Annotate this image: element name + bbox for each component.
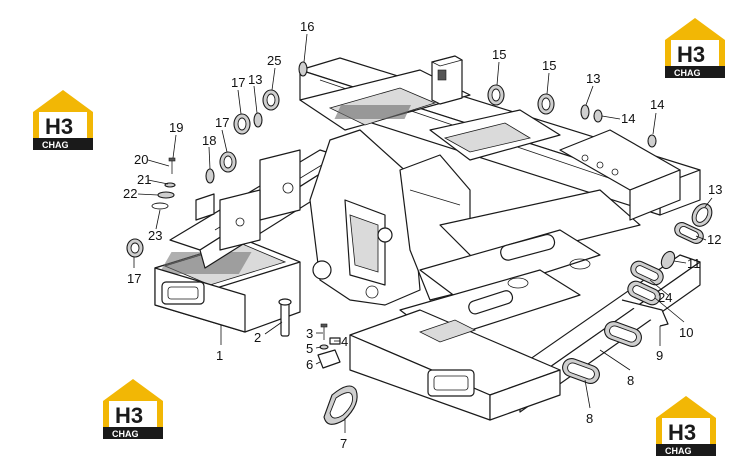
- seal-part-12: [674, 222, 704, 244]
- callout-18: 18: [202, 133, 216, 148]
- grommet-part-7: [323, 385, 358, 425]
- bracket-part-9: [621, 299, 669, 327]
- seal-part-8b: [604, 321, 642, 347]
- ring-part-16: [298, 61, 308, 77]
- svg-text:CHAG: CHAG: [665, 446, 692, 456]
- svg-text:H3: H3: [677, 42, 705, 67]
- grommet-part-11: [660, 250, 676, 270]
- callout-3: 3: [306, 326, 313, 341]
- left-deck: [299, 69, 471, 131]
- callout-15b: 15: [542, 58, 556, 73]
- screw-head-part-20: [168, 157, 176, 162]
- ring-part-18: [205, 168, 215, 184]
- callout-21: 21: [137, 172, 151, 187]
- loose-parts: [126, 61, 713, 425]
- seal-part-10: [627, 280, 661, 306]
- callout-1: 1: [216, 348, 223, 363]
- ring-part-14-right: [647, 134, 657, 148]
- callout-8a: 8: [627, 373, 634, 388]
- washer-part-5: [319, 344, 329, 350]
- logo-bottom-left: H3 CHAG: [103, 379, 163, 439]
- right-deck: [429, 109, 561, 161]
- callout-5: 5: [306, 341, 313, 356]
- right-rear-box: [559, 129, 681, 221]
- callout-13-right: 13: [708, 182, 722, 197]
- ring-part-17-mid: [219, 151, 237, 173]
- center-boom-mount: [309, 129, 471, 306]
- frame-drawing: [154, 55, 701, 421]
- callout-4: 4: [341, 334, 348, 349]
- logo-bottom-right: H3 CHAG: [656, 396, 716, 456]
- seal-part-24: [630, 260, 664, 286]
- bracket-part-6: [317, 349, 341, 369]
- right-front-box: [349, 309, 561, 421]
- callout-17-mid: 17: [215, 115, 229, 130]
- bolt-part-3: [320, 323, 328, 340]
- callout-20: 20: [134, 152, 148, 167]
- left-partitions: [219, 149, 301, 251]
- callout-7: 7: [340, 436, 347, 451]
- left-front-box: [154, 239, 301, 333]
- washer-part-22: [157, 191, 175, 199]
- callout-8b: 8: [586, 411, 593, 426]
- callout-17-lower: 17: [127, 271, 141, 286]
- svg-text:CHAG: CHAG: [42, 140, 69, 150]
- callout-14-top: 14: [621, 111, 635, 126]
- ring-part-14-top: [593, 109, 603, 123]
- callout-25: 25: [267, 53, 281, 68]
- ring-part-15b: [537, 93, 555, 115]
- svg-text:CHAG: CHAG: [674, 68, 701, 78]
- ring-part-15a: [487, 84, 505, 106]
- ring-part-25: [262, 89, 280, 111]
- callout-12: 12: [707, 232, 721, 247]
- callout-13-top: 13: [586, 71, 600, 86]
- callout-11: 11: [687, 256, 701, 271]
- callout-13-left: 13: [248, 72, 262, 87]
- callout-6: 6: [306, 357, 313, 372]
- callout-17-upper: 17: [231, 75, 245, 90]
- svg-text:H3: H3: [668, 420, 696, 445]
- callout-19: 19: [169, 120, 183, 135]
- callout-16: 16: [300, 19, 314, 34]
- callout-15a: 15: [492, 47, 506, 62]
- deck-perforation-left: [334, 105, 412, 119]
- seal-part-8a: [562, 358, 600, 384]
- middle-floor: [399, 189, 641, 378]
- svg-text:H3: H3: [115, 403, 143, 428]
- callout-labels: 1 2 3 4 5 6 7 8 8 9 10 11 12 13 13 13 14…: [123, 19, 722, 451]
- ring-part-17-upper: [233, 113, 251, 135]
- callout-22: 22: [123, 186, 137, 201]
- svg-text:CHAG: CHAG: [112, 429, 139, 439]
- logo-top-left: H3 CHAG: [33, 90, 93, 150]
- callout-9: 9: [656, 348, 663, 363]
- leader-lines: [133, 33, 713, 433]
- rear-tower: [430, 55, 464, 105]
- callout-14-right: 14: [650, 97, 664, 112]
- ring-part-13-left: [253, 112, 263, 128]
- callout-23: 23: [148, 228, 162, 243]
- ring-part-13-right: [691, 203, 713, 227]
- callout-10: 10: [679, 325, 693, 340]
- logo-top-right: H3 CHAG: [665, 18, 725, 78]
- svg-text:H3: H3: [45, 114, 73, 139]
- gasket-part-23: [151, 202, 169, 210]
- plate-near-23: [195, 193, 215, 221]
- pin-part-2: [278, 298, 292, 337]
- ring-part-17-lower: [126, 238, 144, 258]
- ring-part-13-top: [580, 104, 590, 120]
- callout-24: 24: [658, 290, 672, 305]
- callout-2: 2: [254, 330, 261, 345]
